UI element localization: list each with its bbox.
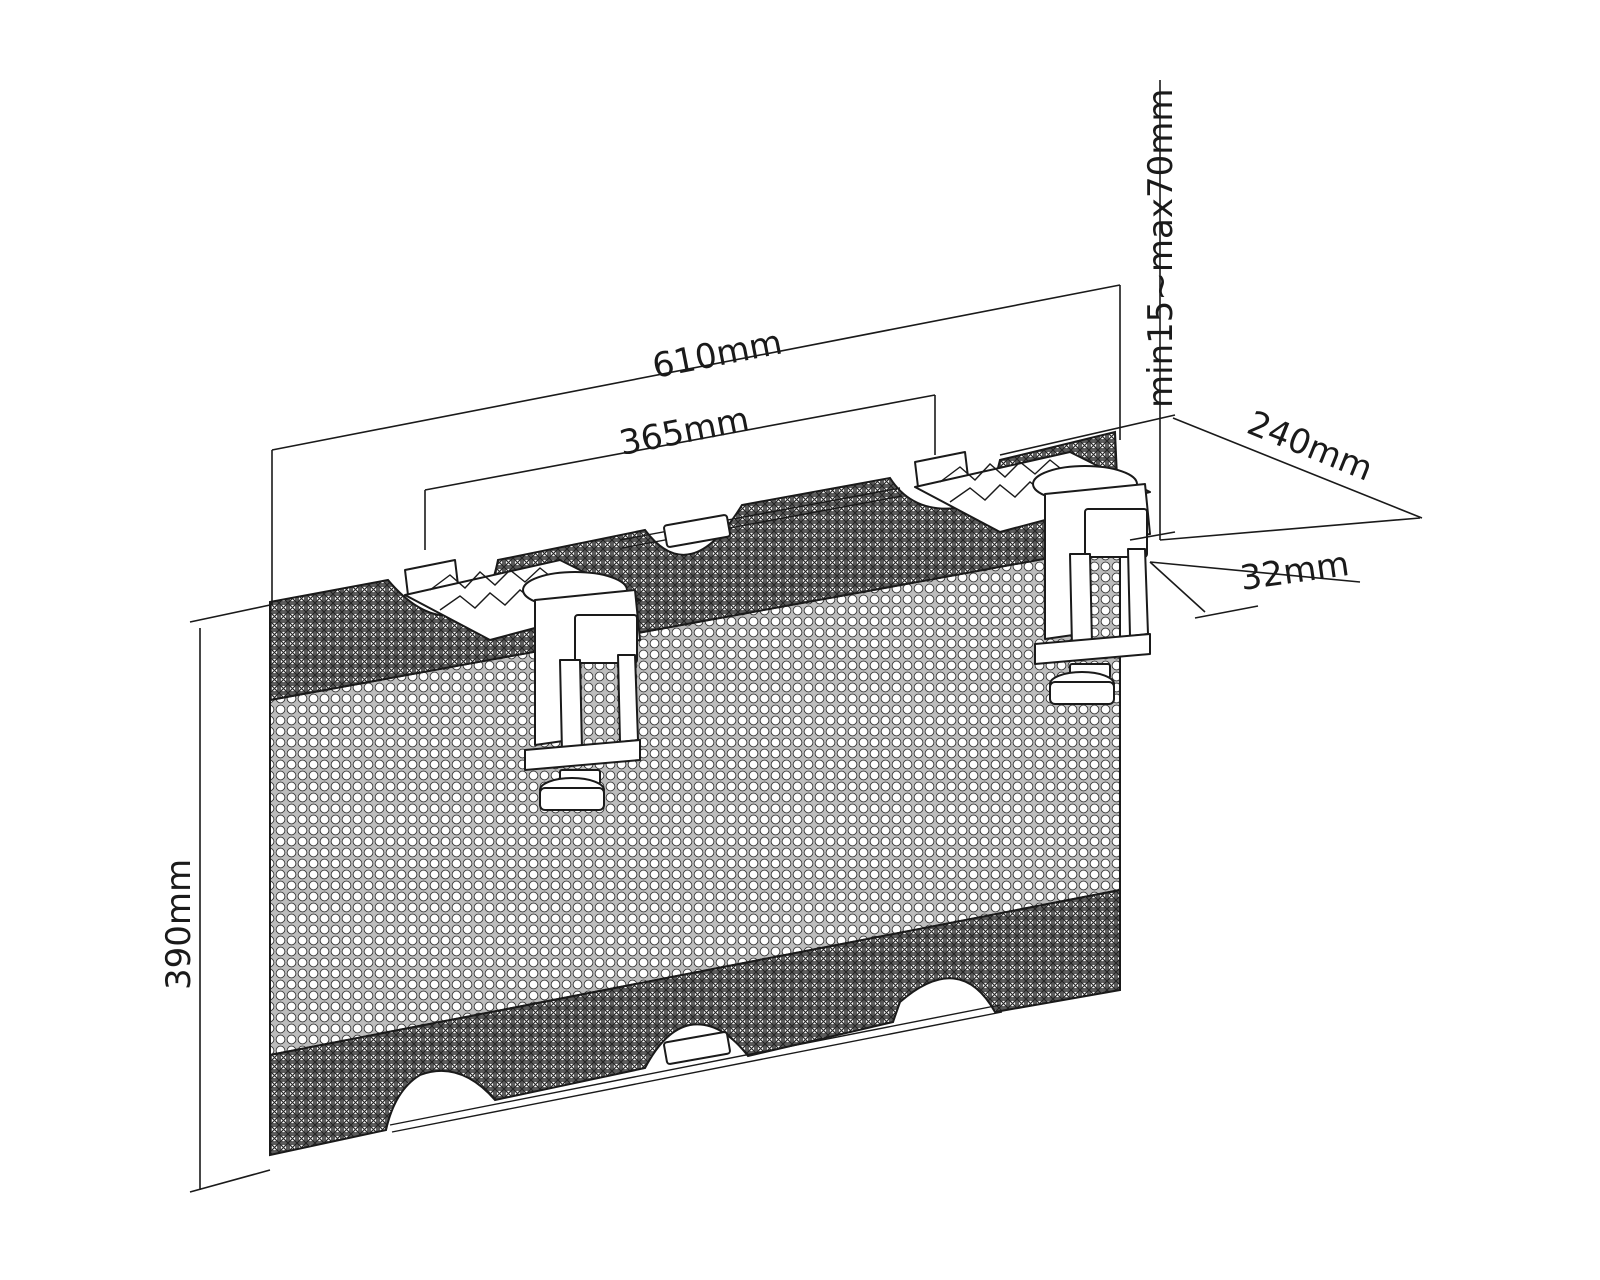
right-clamp-bracket [914,451,1151,705]
mesh-panel [269,430,1122,1157]
mesh-bottom-band [269,888,1121,1157]
total-width-dimension-line [271,284,1121,605]
depth-label: 240mm [1242,403,1379,489]
desk-thickness-label: min15~max70mm [1141,89,1181,408]
clamp-spacing-dimension-line [424,394,936,550]
desk-thickness-dimension-line [1129,80,1176,541]
top-rod [619,487,903,549]
height-dimension-line [189,604,271,1193]
clamp-thickness-label: 32mm [1238,544,1352,599]
bottom-rod [389,1004,1003,1133]
height-label: 390mm [159,859,199,990]
left-clamp-bracket [404,559,641,811]
clamp-thickness-dimension-line [1149,561,1361,619]
depth-dimension-line [999,414,1423,541]
clamp-spacing-label: 365mm [616,400,752,464]
total-width-label: 610mm [649,323,785,387]
dimension-lines [189,80,1423,1193]
